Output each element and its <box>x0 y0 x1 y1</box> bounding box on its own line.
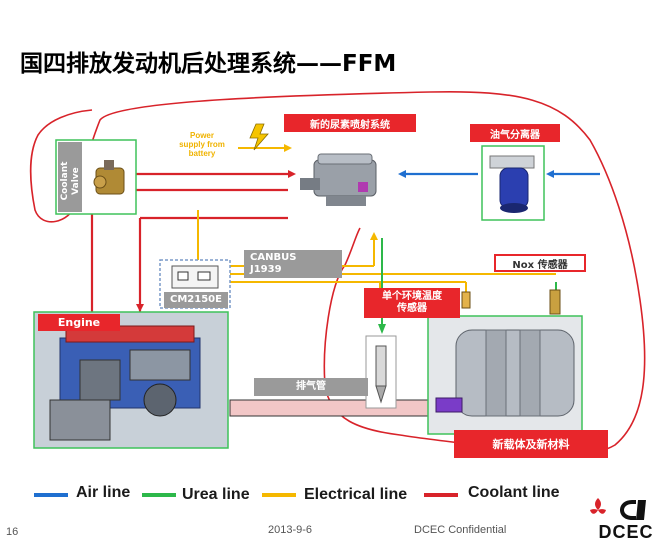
exhaust-pipe-label: 排气管 <box>254 378 368 396</box>
legend-swatch-coolant <box>424 493 458 497</box>
engine-label: Engine <box>38 314 120 331</box>
nox-sensor-probe <box>549 289 561 315</box>
oil-separator-unit <box>489 155 535 213</box>
footer-date: 2013-9-6 <box>268 524 313 536</box>
canbus-line1: CANBUS <box>250 252 297 263</box>
coolant-valve-label: Coolant Valve <box>58 142 82 212</box>
temp-sensor-probe <box>461 291 471 309</box>
ecm-label: CM2150E <box>164 292 228 308</box>
dcec-logo-mark <box>590 498 646 520</box>
catalyst-illustration <box>435 329 575 417</box>
legend-coolant-label: Coolant line <box>468 484 560 501</box>
legend-swatch-air <box>34 493 68 497</box>
urea-injection-unit <box>300 153 377 206</box>
legend-electrical-label: Electrical line <box>304 486 408 503</box>
nox-sensor-label: Nox 传感器 <box>494 254 586 272</box>
power-supply-line3: battery <box>188 149 216 158</box>
canbus-label: CANBUS J1939 <box>244 250 342 278</box>
coolant-valve-label-line1: Coolant <box>60 161 70 201</box>
battery-icon <box>249 123 269 151</box>
legend-air-label: Air line <box>76 484 131 501</box>
page-title: 国四排放发动机后处理系统——FFM <box>20 51 397 77</box>
power-supply-label: Power supply from battery <box>170 131 234 158</box>
page-number: 16 <box>6 526 19 538</box>
temp-sensor-label-line1: 单个环境温度 <box>382 291 442 302</box>
legend-urea-label: Urea line <box>182 486 250 503</box>
scr-system-label: 新的尿素喷射系统 <box>284 114 416 132</box>
temp-sensor-label-line2: 传感器 <box>397 303 427 314</box>
power-supply-line2: supply from <box>179 140 225 149</box>
legend: Air line Urea line Electrical line Coola… <box>0 480 672 510</box>
power-supply-line1: Power <box>189 131 214 140</box>
engine-illustration <box>49 325 201 441</box>
new-carrier-label: 新载体及新材料 <box>454 430 608 458</box>
coolant-valve-label-line2: Valve <box>71 167 81 195</box>
canbus-line2: J1939 <box>250 264 282 275</box>
legend-swatch-urea <box>142 493 176 497</box>
footer-confidential: DCEC Confidential <box>414 524 507 536</box>
dcec-logo-text: DCEC <box>598 522 654 542</box>
dcec-logo: DCEC <box>588 496 664 542</box>
exhaust-pipe <box>229 399 437 417</box>
legend-swatch-electrical <box>262 493 296 497</box>
oil-separator-label: 油气分离器 <box>470 124 560 142</box>
temp-sensor-label: 单个环境温度 传感器 <box>364 288 460 318</box>
